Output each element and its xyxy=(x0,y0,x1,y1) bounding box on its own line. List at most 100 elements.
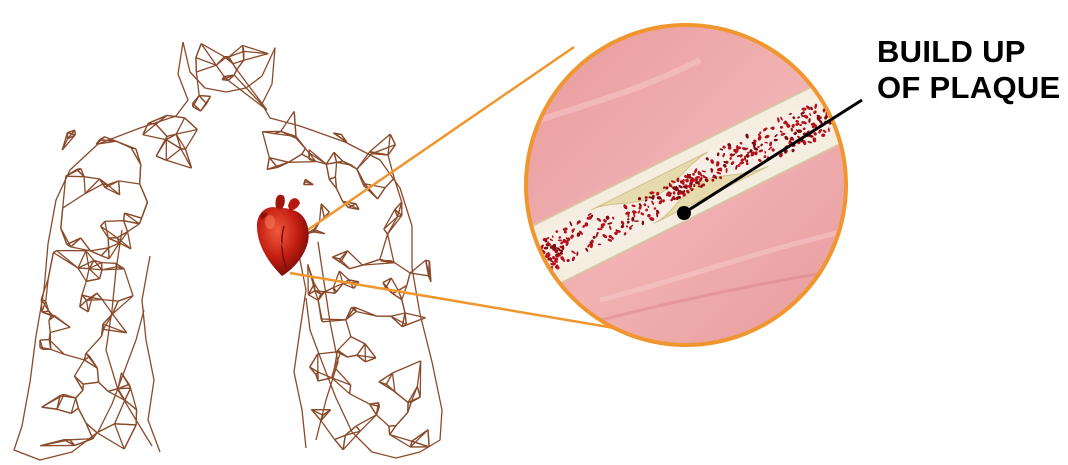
blood-cell xyxy=(827,100,832,104)
blood-cell xyxy=(868,86,871,89)
blood-cell xyxy=(532,268,535,271)
blood-cell xyxy=(539,263,544,267)
blood-cell xyxy=(538,275,542,277)
blood-cell xyxy=(508,251,513,255)
blood-cell xyxy=(845,85,849,88)
blood-cell xyxy=(497,271,502,276)
blood-cell xyxy=(520,275,524,279)
blood-cell xyxy=(511,276,517,281)
blood-cell xyxy=(491,276,496,282)
blood-cell xyxy=(532,254,537,259)
blood-cell xyxy=(514,263,519,268)
blood-cell xyxy=(865,106,870,112)
blood-cell xyxy=(505,279,508,283)
blood-cell xyxy=(498,288,504,293)
blood-cell xyxy=(508,285,511,288)
blood-cell xyxy=(852,82,856,87)
magnified-artery-view xyxy=(469,20,909,360)
blood-cell xyxy=(529,274,533,277)
blood-cell xyxy=(522,258,527,263)
blood-cell xyxy=(868,91,872,95)
blood-cell xyxy=(500,262,505,264)
blood-cell xyxy=(502,293,505,297)
blood-cell xyxy=(537,259,540,264)
blood-cell xyxy=(849,114,853,118)
blood-cell xyxy=(532,255,538,259)
blood-cell xyxy=(518,269,522,271)
blood-cell xyxy=(853,85,858,89)
blood-cell xyxy=(504,280,508,284)
blood-cell xyxy=(495,276,500,281)
blood-cell xyxy=(530,266,535,271)
blood-cell xyxy=(498,287,503,293)
blood-cell xyxy=(844,113,849,118)
blood-cell xyxy=(591,240,594,244)
blood-cell xyxy=(503,277,506,280)
blood-cell xyxy=(490,265,495,268)
blood-cell xyxy=(848,94,851,98)
blood-cell xyxy=(526,247,530,253)
blood-cell xyxy=(520,282,524,287)
plaque-label: BUILD UP OF PLAQUE xyxy=(877,34,1061,106)
blood-cell xyxy=(536,259,539,262)
blood-cell xyxy=(494,269,498,273)
blood-cell xyxy=(530,262,536,266)
blood-cell xyxy=(872,105,876,108)
blood-cell xyxy=(531,257,535,262)
blood-cell xyxy=(544,271,549,275)
blood-cell xyxy=(499,256,505,262)
blood-cell xyxy=(873,100,877,106)
blood-cell xyxy=(871,99,876,102)
blood-cell xyxy=(539,262,543,265)
blood-cell xyxy=(536,253,538,256)
blood-cell xyxy=(543,266,546,269)
label-line-1: BUILD UP xyxy=(877,34,1061,70)
blood-cell xyxy=(873,98,876,101)
blood-cell xyxy=(493,279,496,284)
blood-cell xyxy=(517,251,520,256)
human-torso-wireframe-icon xyxy=(14,42,442,460)
blood-cell xyxy=(867,77,871,81)
blood-cell xyxy=(511,252,516,256)
blood-cell xyxy=(869,93,871,97)
blood-cell xyxy=(859,83,863,87)
blood-cell xyxy=(535,271,539,275)
blood-cell xyxy=(514,283,520,287)
blood-cell xyxy=(491,263,495,266)
label-line-2: OF PLAQUE xyxy=(877,70,1061,106)
blood-cell xyxy=(528,278,533,282)
blood-cell xyxy=(524,274,528,279)
blood-cell xyxy=(520,256,525,261)
blood-cell xyxy=(829,92,831,96)
blood-cell xyxy=(518,263,523,267)
blood-cell xyxy=(520,256,524,258)
blood-cell xyxy=(834,103,840,109)
blood-cell xyxy=(540,271,546,277)
blood-cell xyxy=(519,255,524,260)
blood-cell xyxy=(845,90,851,95)
blood-cell xyxy=(503,260,507,264)
blood-cell xyxy=(502,269,504,272)
blood-cell xyxy=(506,260,510,264)
blood-cell xyxy=(510,271,513,277)
blood-cell xyxy=(497,285,501,290)
blood-cell xyxy=(866,80,870,83)
blood-cell xyxy=(529,251,535,257)
blood-cell xyxy=(525,248,529,250)
blood-cell xyxy=(859,77,862,81)
blood-cell xyxy=(862,100,867,104)
blood-cell xyxy=(835,95,840,98)
blood-cell xyxy=(526,271,529,274)
blood-cell xyxy=(842,102,846,106)
blood-cell xyxy=(512,270,518,276)
blood-cell xyxy=(840,87,844,91)
blood-cell xyxy=(865,75,868,79)
blood-cell xyxy=(494,272,500,276)
blood-cell xyxy=(536,255,541,258)
blood-cell xyxy=(533,270,537,274)
blood-cell xyxy=(528,243,532,247)
blood-cell xyxy=(525,274,530,279)
blood-cell xyxy=(515,249,517,253)
blood-cell xyxy=(829,107,833,111)
blood-cell xyxy=(870,81,876,87)
